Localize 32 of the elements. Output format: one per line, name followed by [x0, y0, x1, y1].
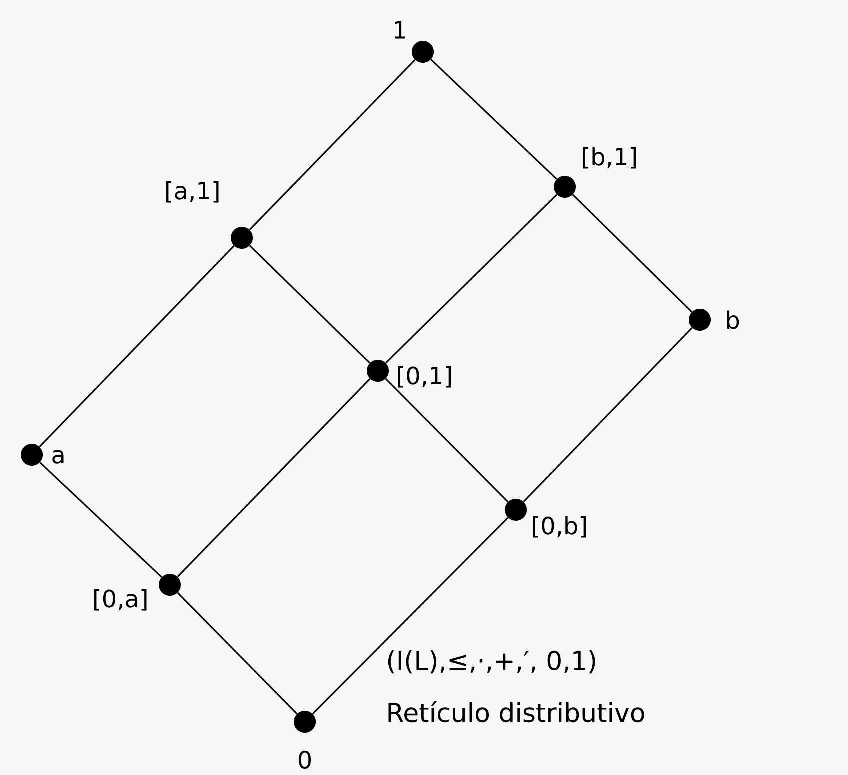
- caption-text: Retículo distributivo: [388, 701, 644, 723]
- lattice-point: [231, 227, 253, 249]
- line: [177, 378, 371, 578]
- point-label: a: [52, 450, 64, 464]
- line: [39, 245, 235, 448]
- line: [249, 59, 416, 231]
- point-label: [a,1]: [166, 181, 219, 203]
- line: [572, 194, 693, 313]
- point-label: b: [727, 310, 740, 330]
- lattice-point: [159, 574, 181, 596]
- lattice-point: [689, 309, 711, 331]
- point-label: [0,a]: [94, 589, 147, 611]
- lattice-point: [21, 444, 43, 466]
- point-label: [0,1]: [398, 366, 452, 388]
- point-label: 0: [298, 750, 312, 770]
- line: [312, 517, 509, 715]
- line: [385, 378, 509, 503]
- line: [249, 245, 371, 364]
- caption-text: (I(L),≤,·,+,′, 0,1): [388, 650, 596, 674]
- lattice-point: [554, 176, 576, 198]
- line: [40, 462, 162, 578]
- lattice-point: [505, 499, 527, 521]
- line: [385, 194, 558, 364]
- lattice-point: [367, 360, 389, 382]
- line: [430, 59, 558, 180]
- line: [177, 592, 298, 715]
- line: [523, 327, 693, 502]
- point-label: 1: [395, 21, 406, 39]
- lattice-point: [412, 41, 434, 63]
- lattice-point: [294, 711, 316, 733]
- point-label: [0,b]: [533, 516, 586, 538]
- point-label: [b,1]: [583, 147, 636, 169]
